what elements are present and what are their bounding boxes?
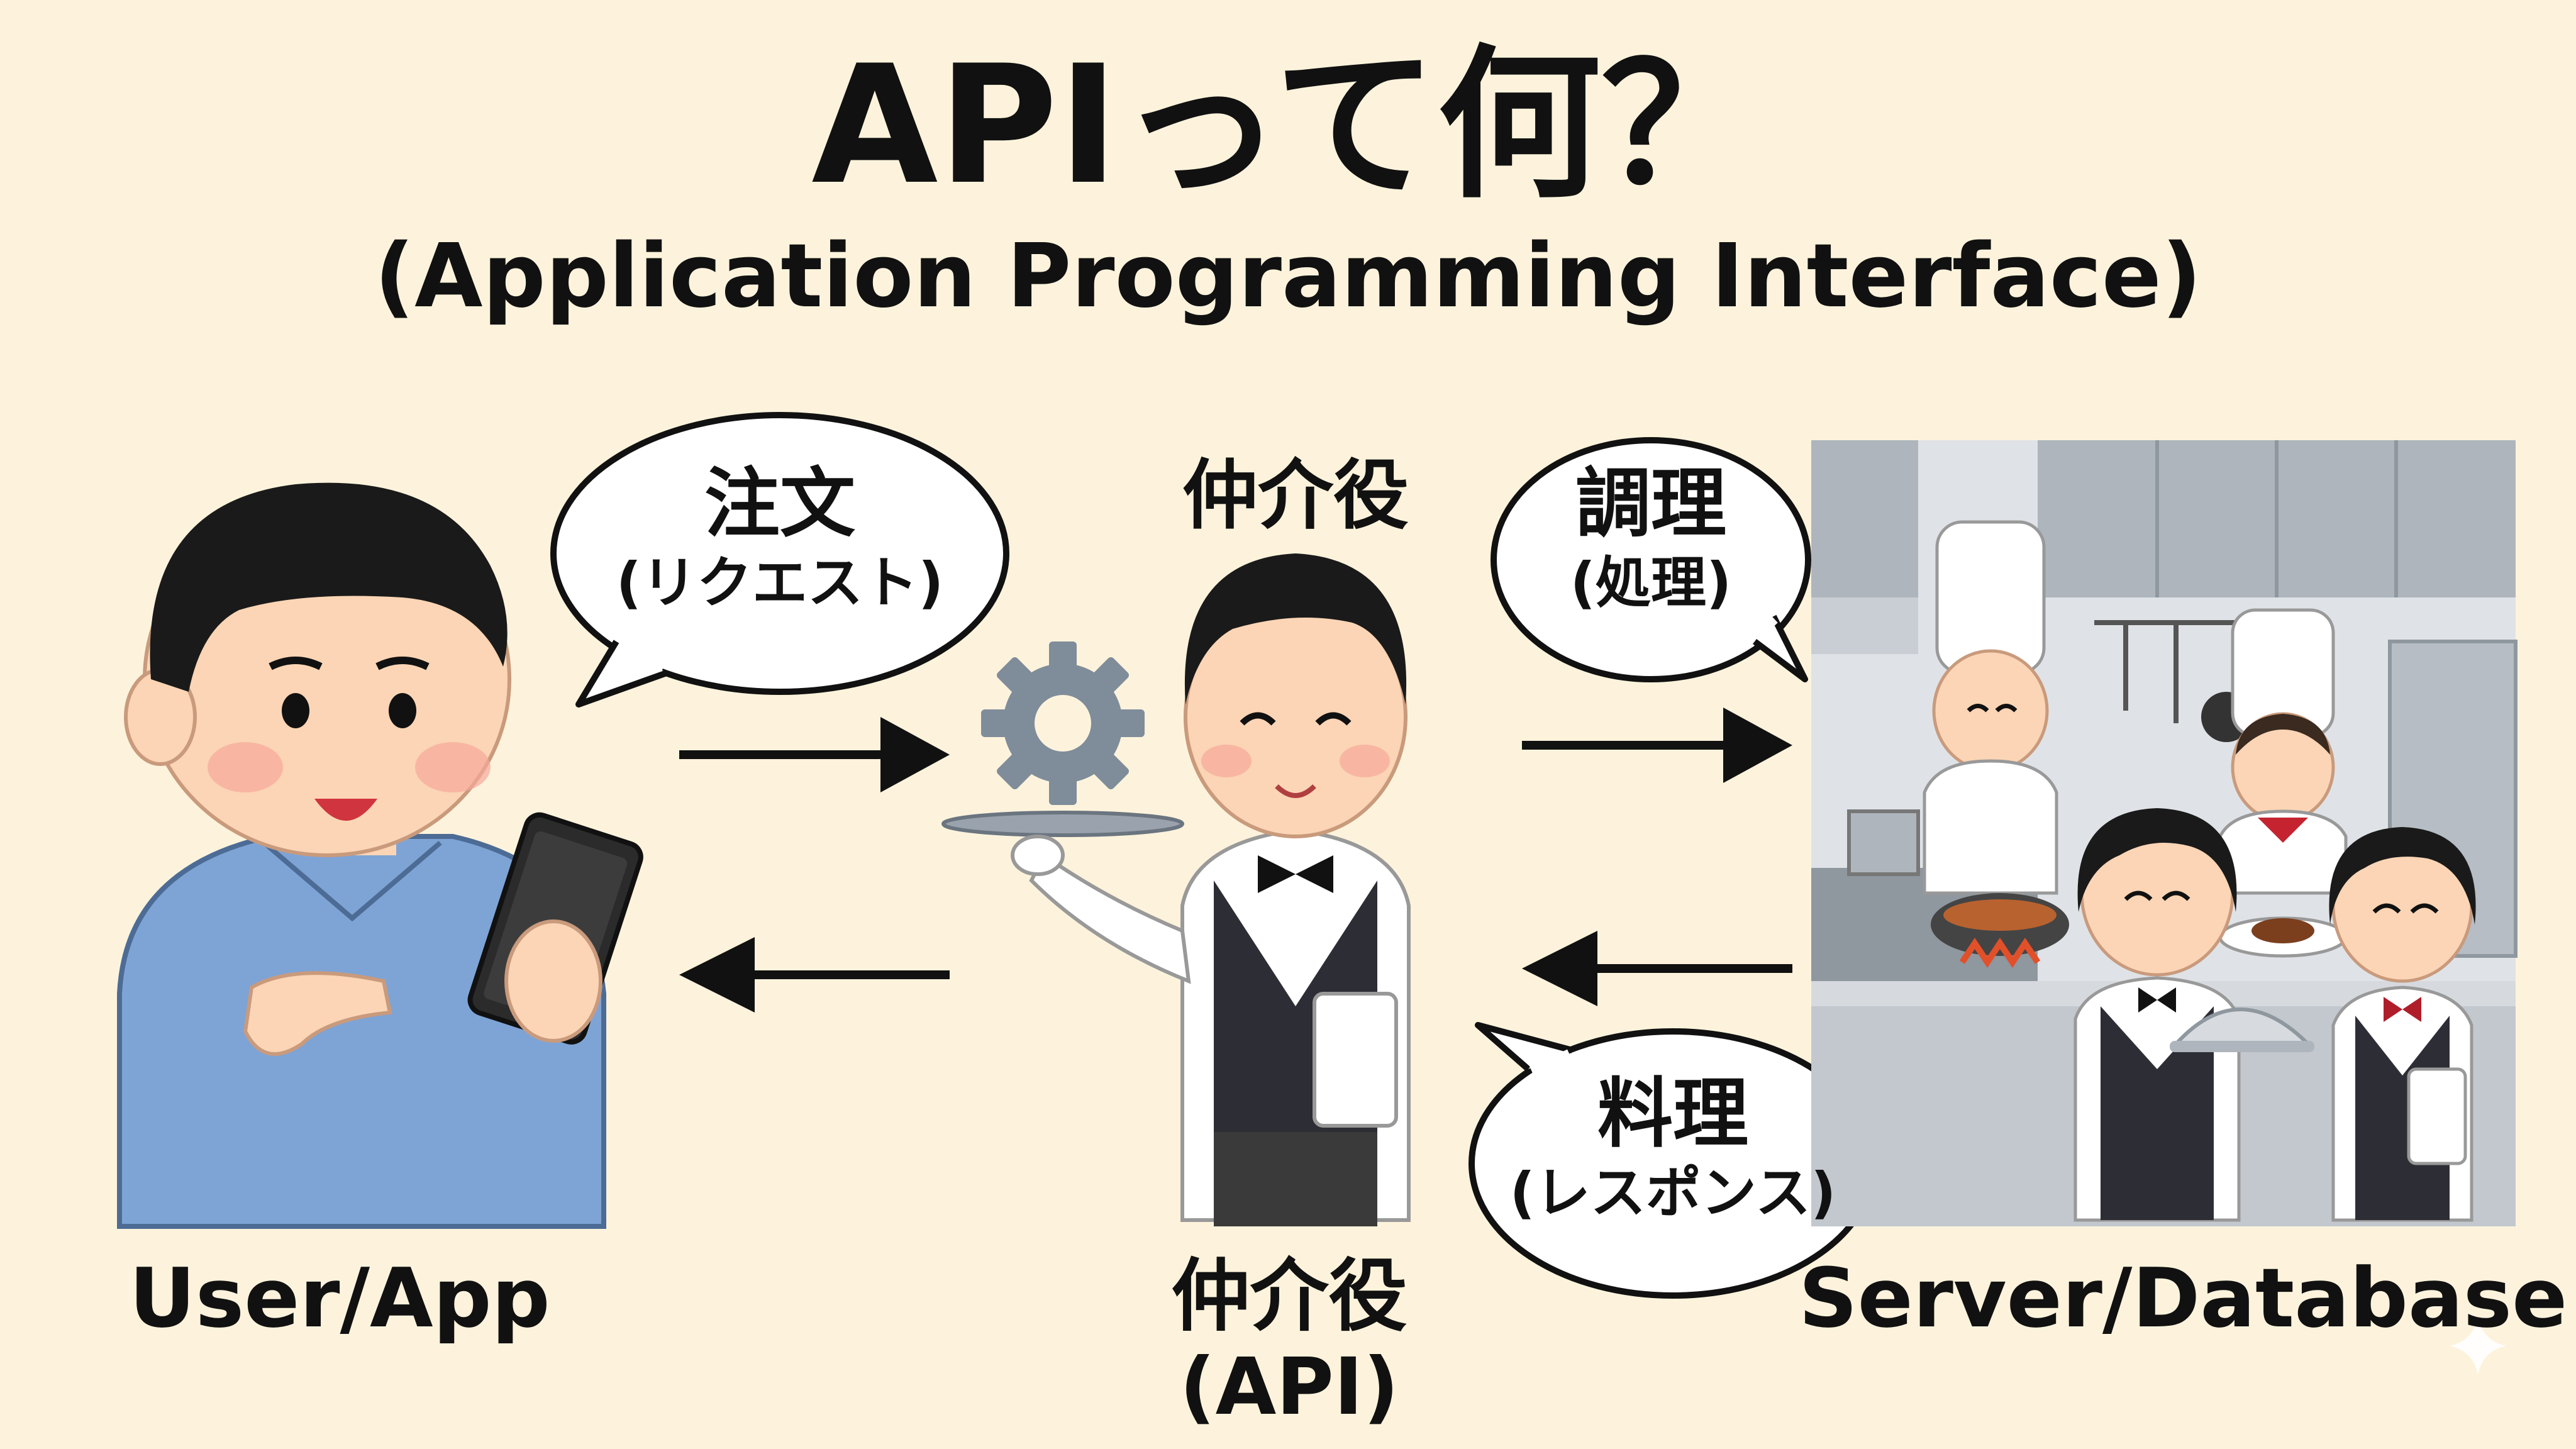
bubble-order-main: 注文	[704, 460, 855, 548]
arrow-left-icon	[679, 937, 950, 1013]
arrow-right-icon	[1522, 708, 1792, 783]
bubble-dish-text: 料理 (レスポンス)	[1472, 1069, 1874, 1226]
gear-icon	[981, 641, 1145, 805]
label-intermediary-line1: 仲介役	[1171, 1251, 1407, 1342]
bubble-cook-text: 調理 (処理)	[1503, 459, 1799, 616]
user-illustration	[117, 482, 643, 1229]
label-server-database: Server/Database	[1799, 1250, 2568, 1346]
arrow-right-icon	[679, 717, 950, 792]
speech-bubble-cook	[1491, 437, 1811, 682]
waiter-illustration	[941, 553, 1411, 1226]
bubble-order-sub: (リクエスト)	[616, 550, 944, 615]
label-intermediary-line2: (API)	[1179, 1341, 1399, 1433]
label-intermediary-top: 仲介役	[1182, 452, 1409, 540]
label-intermediary-api: 仲介役 (API)	[1082, 1252, 1497, 1433]
bubble-cook-main: 調理	[1575, 460, 1726, 548]
speech-bubble-order	[550, 412, 1009, 708]
label-user-app: User/App	[129, 1250, 550, 1346]
bubble-order-text: 注文 (リクエスト)	[566, 459, 994, 616]
page-title: APIって何？	[811, 31, 1765, 221]
bubble-dish-sub: (レスポンス)	[1509, 1160, 1836, 1225]
arrow-left-icon	[1522, 931, 1792, 1006]
kitchen-illustration	[1811, 440, 2518, 1226]
bubble-dish-main: 料理	[1597, 1070, 1748, 1158]
bubble-cook-sub: (処理)	[1570, 550, 1732, 615]
page-subtitle: (Application Programming Interface)	[374, 225, 2202, 328]
sparkle-icon	[2450, 1318, 2506, 1374]
